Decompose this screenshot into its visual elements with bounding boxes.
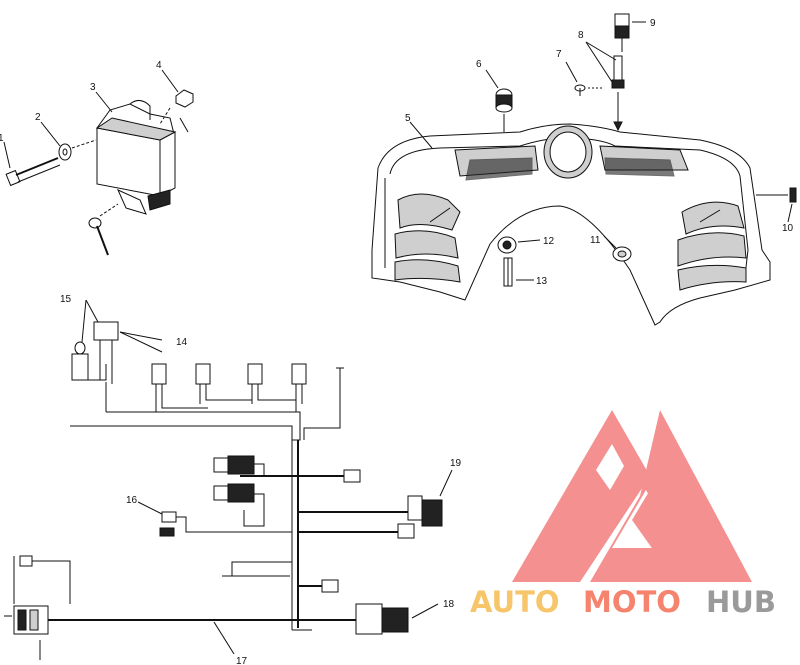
callout-15: 15 <box>60 294 72 305</box>
callout-9: 9 <box>650 18 656 29</box>
callout-14: 14 <box>176 337 188 348</box>
pin-part-10 <box>756 187 797 223</box>
bracket-part-8 <box>585 41 625 132</box>
fuse-part-9 <box>614 13 646 52</box>
callout-7: 7 <box>556 49 562 60</box>
module-part-3 <box>95 100 177 215</box>
nut-part-11 <box>603 235 632 262</box>
relay-connectors <box>213 455 298 527</box>
washer-part-2 <box>58 143 72 161</box>
wordmark-hub: HUB <box>706 585 776 619</box>
callout-18: 18 <box>443 599 455 610</box>
callout-2: 2 <box>35 112 41 123</box>
bolt-part-13 <box>503 257 534 287</box>
connector-part-16 <box>137 501 292 537</box>
callout-16: 16 <box>126 495 138 506</box>
connector-part-19 <box>298 469 453 539</box>
connector-a <box>151 363 208 412</box>
wordmark-auto: AUTO <box>470 585 560 619</box>
callout-labels: 1 2 3 4 5 6 7 8 9 10 11 12 13 14 15 16 1… <box>0 18 794 665</box>
wiring-harness <box>4 299 453 660</box>
dash-panel-part-5 <box>371 123 771 326</box>
wordmark-moto: MOTO <box>583 585 681 619</box>
nut-part-4 <box>175 89 194 108</box>
screw-part-7 <box>565 61 604 96</box>
connector-c <box>247 363 296 404</box>
callout-3: 3 <box>90 82 96 93</box>
callout-17: 17 <box>236 656 248 665</box>
callout-10: 10 <box>782 223 794 234</box>
logo-center-cut <box>596 444 624 490</box>
logo-inner-bar <box>632 490 700 582</box>
callout-5: 5 <box>405 113 411 124</box>
callout-8: 8 <box>578 30 584 41</box>
bolt-part-1 <box>5 157 61 187</box>
harness-part-17 <box>39 619 356 660</box>
callout-11: 11 <box>590 235 601 246</box>
connector-part-18 <box>355 603 439 635</box>
callout-4: 4 <box>156 60 162 71</box>
nut-part-12 <box>497 236 541 254</box>
callout-19: 19 <box>450 458 462 469</box>
ground-terminal <box>88 203 119 256</box>
branch-top <box>298 469 361 483</box>
callout-1: 1 <box>0 133 4 144</box>
callout-6: 6 <box>476 59 482 70</box>
connector-d <box>291 363 307 412</box>
dash-panel-assembly <box>371 13 797 326</box>
callout-12: 12 <box>543 236 555 247</box>
connector-bank <box>70 299 344 441</box>
watermark-wordmark: AUTO MOTO HUB <box>470 585 776 619</box>
connector-b <box>195 363 252 404</box>
knob-part-6 <box>485 69 513 132</box>
watermark-logo <box>512 410 752 582</box>
callout-13: 13 <box>536 276 548 287</box>
branch-lower <box>222 561 339 593</box>
left-connector <box>4 555 71 635</box>
control-module-assembly <box>3 69 194 256</box>
